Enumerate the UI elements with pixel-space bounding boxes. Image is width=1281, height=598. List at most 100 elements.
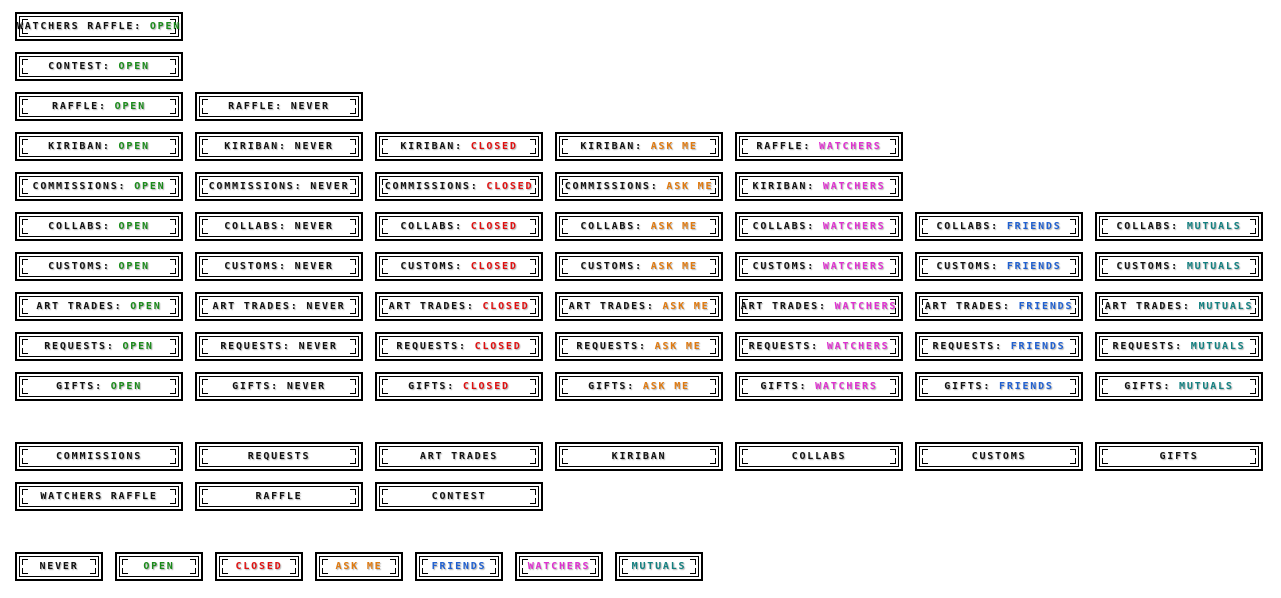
stamp-mutuals: MUTUALS bbox=[615, 552, 703, 581]
stamp-status: OPEN bbox=[143, 561, 175, 572]
stamp-label: GIFTS bbox=[232, 381, 272, 392]
stamp-separator: : bbox=[638, 341, 655, 352]
stamp-separator: : bbox=[278, 221, 295, 232]
stamp-label: ART TRADES bbox=[1104, 301, 1183, 312]
stamp-gifts-mutuals: GIFTS: MUTUALS bbox=[1095, 372, 1263, 401]
stamp-customs-friends: CUSTOMS: FRIENDS bbox=[915, 252, 1083, 281]
stamp-separator: : bbox=[627, 381, 643, 392]
stamp-separator: : bbox=[290, 301, 307, 312]
stamp-collabs-plain: COLLABS bbox=[735, 442, 903, 471]
stamp-status: NEVER bbox=[298, 341, 338, 352]
stamp-art-trades-open: ART TRADES: OPEN bbox=[15, 292, 183, 321]
stamp-collabs-friends: COLLABS: FRIENDS bbox=[915, 212, 1083, 241]
stamp-requests-plain: REQUESTS bbox=[195, 442, 363, 471]
stamp-separator: : bbox=[466, 301, 483, 312]
stamp-status: MUTUALS bbox=[1190, 341, 1246, 352]
stamp-separator: : bbox=[278, 261, 295, 272]
stamp-row-7: CUSTOMS: OPEN CUSTOMS: NEVER CUSTOMS: CL… bbox=[15, 252, 1263, 281]
stamp-separator: : bbox=[134, 21, 150, 32]
stamp-label: COLLABS bbox=[791, 451, 847, 462]
stamp-collabs-watchers: COLLABS: WATCHERS bbox=[735, 212, 903, 241]
stamp-ask-me: ASK ME bbox=[315, 552, 403, 581]
stamp-label: COMMISSIONS bbox=[208, 181, 295, 192]
stamp-label: KIRIBAN bbox=[48, 141, 103, 152]
stamp-label: RAFFLE bbox=[228, 101, 276, 112]
stamp-gifts-watchers: GIFTS: WATCHERS bbox=[735, 372, 903, 401]
stamp-status: ASK ME bbox=[650, 221, 698, 232]
stamp-label: REQUESTS bbox=[576, 341, 639, 352]
stamp-status: CLOSED bbox=[470, 141, 518, 152]
stamp-separator: : bbox=[455, 141, 471, 152]
stamp-requests-mutuals: REQUESTS: MUTUALS bbox=[1095, 332, 1263, 361]
stamp-status: FRIENDS bbox=[1006, 261, 1062, 272]
stamp-label: CUSTOMS bbox=[971, 451, 1027, 462]
stamp-kiriban-plain: KIRIBAN bbox=[555, 442, 723, 471]
stamp-art-trades-friends: ART TRADES: FRIENDS bbox=[915, 292, 1083, 321]
stamp-label: RAFFLE bbox=[255, 491, 303, 502]
stamp-status: CLOSED bbox=[462, 381, 510, 392]
stamp-label: COMMISSIONS bbox=[32, 181, 119, 192]
stamp-separator: : bbox=[271, 381, 287, 392]
stamp-status: ASK ME bbox=[666, 181, 714, 192]
stamp-status: FRIENDS bbox=[1018, 301, 1074, 312]
stamp-separator: : bbox=[294, 181, 311, 192]
stamp-label: GIFTS bbox=[1124, 381, 1164, 392]
stamp-status: MUTUALS bbox=[631, 561, 687, 572]
stamp-row-9: REQUESTS: OPEN REQUESTS: NEVER REQUESTS:… bbox=[15, 332, 1263, 361]
stamp-status: NEVER bbox=[294, 261, 334, 272]
stamp-row-6: COLLABS: OPEN COLLABS: NEVER COLLABS: CL… bbox=[15, 212, 1263, 241]
stamp-separator: : bbox=[818, 301, 835, 312]
stamp-row-3: RAFFLE: OPEN RAFFLE: NEVER bbox=[15, 92, 363, 121]
stamp-customs-never: CUSTOMS: NEVER bbox=[195, 252, 363, 281]
stamp-label: COLLABS bbox=[936, 221, 992, 232]
stamp-separator: : bbox=[118, 181, 135, 192]
stamp-gifts-ask-me: GIFTS: ASK ME bbox=[555, 372, 723, 401]
stamp-status: FRIENDS bbox=[431, 561, 487, 572]
stamp-raffle-open: RAFFLE: OPEN bbox=[15, 92, 183, 121]
stamp-label: COMMISSIONS bbox=[384, 181, 471, 192]
stamp-label: CONTEST bbox=[48, 61, 103, 72]
stamp-status: OPEN bbox=[130, 301, 162, 312]
stamp-status: CLOSED bbox=[470, 221, 518, 232]
stamp-contest-open: CONTEST: OPEN bbox=[15, 52, 183, 81]
stamp-kiriban-closed: KIRIBAN: CLOSED bbox=[375, 132, 543, 161]
stamp-row-11: COMMISSIONS REQUESTS ART TRADES KIRIBAN … bbox=[15, 442, 1263, 471]
stamp-gifts-never: GIFTS: NEVER bbox=[195, 372, 363, 401]
stamp-separator: : bbox=[455, 261, 471, 272]
stamp-separator: : bbox=[991, 261, 1007, 272]
stamp-label: KIRIBAN bbox=[611, 451, 667, 462]
stamp-commissions-ask-me: COMMISSIONS: ASK ME bbox=[555, 172, 723, 201]
stamp-separator: : bbox=[807, 261, 823, 272]
stamp-status: WATCHERS bbox=[834, 301, 898, 312]
stamp-separator: : bbox=[447, 381, 463, 392]
stamp-row-8: ART TRADES: OPEN ART TRADES: NEVER ART T… bbox=[15, 292, 1263, 321]
stamp-status: OPEN bbox=[118, 261, 150, 272]
stamp-label: REQUESTS bbox=[44, 341, 107, 352]
stamp-never: NEVER bbox=[15, 552, 103, 581]
stamp-separator: : bbox=[1171, 221, 1187, 232]
stamp-customs-ask-me: CUSTOMS: ASK ME bbox=[555, 252, 723, 281]
stamp-status: OPEN bbox=[110, 381, 143, 392]
stamp-separator: : bbox=[275, 101, 291, 112]
stamp-commissions-never: COMMISSIONS: NEVER bbox=[195, 172, 363, 201]
stamp-label: ART TRADES bbox=[740, 301, 819, 312]
stamp-label: GIFTS bbox=[760, 381, 800, 392]
stamp-label: ART TRADES bbox=[36, 301, 115, 312]
stamp-contest-plain: CONTEST bbox=[375, 482, 543, 511]
stamp-separator: : bbox=[991, 221, 1007, 232]
stamp-separator: : bbox=[635, 261, 651, 272]
stamp-label: ART TRADES bbox=[212, 301, 291, 312]
stamp-separator: : bbox=[1002, 301, 1019, 312]
stamp-separator: : bbox=[458, 341, 475, 352]
stamp-label: CUSTOMS bbox=[1116, 261, 1172, 272]
stamp-status: ASK ME bbox=[650, 261, 698, 272]
stamp-status: OPEN bbox=[134, 181, 166, 192]
stamp-separator: : bbox=[470, 181, 487, 192]
stamp-separator: : bbox=[1182, 301, 1199, 312]
stamp-status: MUTUALS bbox=[1186, 261, 1242, 272]
stamp-separator: : bbox=[114, 301, 131, 312]
stamp-status: CLOSED bbox=[235, 561, 283, 572]
stamp-art-trades-never: ART TRADES: NEVER bbox=[195, 292, 363, 321]
stamp-status: WATCHERS bbox=[527, 561, 591, 572]
stamp-status: NEVER bbox=[294, 141, 334, 152]
